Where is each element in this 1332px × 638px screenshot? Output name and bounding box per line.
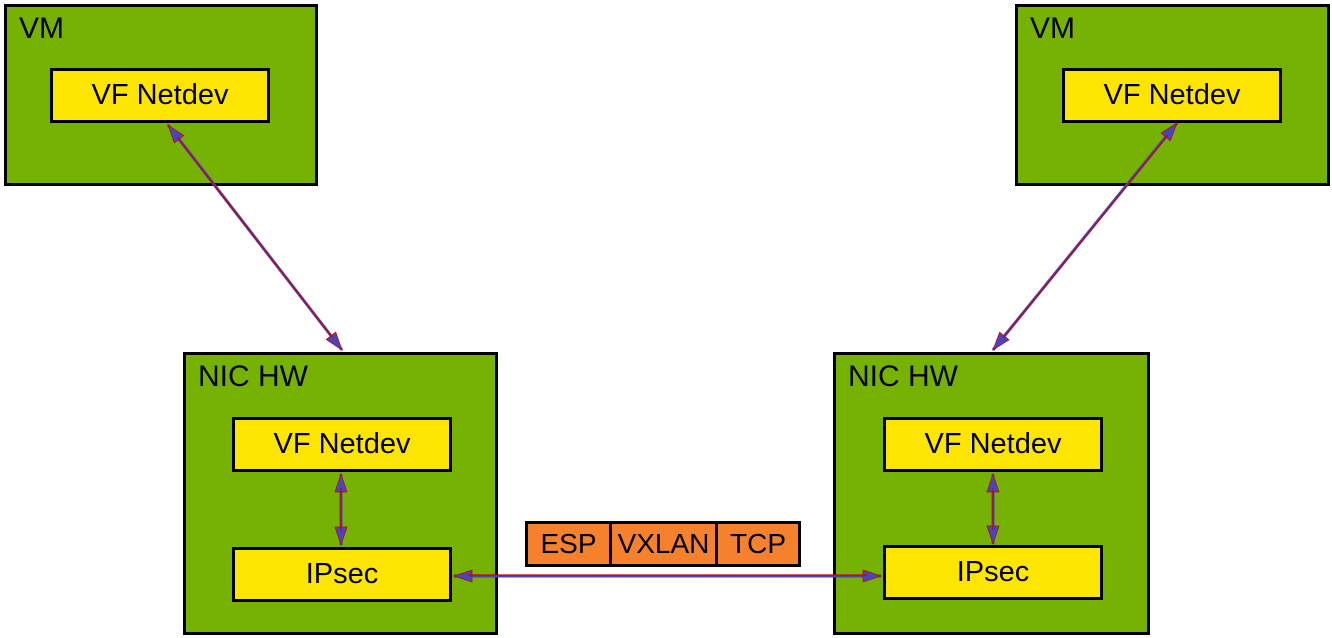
vm-left-title: VM (19, 12, 64, 45)
packet-segment-vxlan-label: VXLAN (617, 528, 710, 559)
packet-segment-vxlan: VXLAN (609, 521, 718, 567)
vm-left-vf-netdev-label: VF Netdev (91, 79, 229, 111)
vm-box-right: VM VF Netdev (1015, 4, 1330, 186)
nic-left-ipsec-label: IPsec (305, 558, 379, 590)
packet-segment-esp: ESP (525, 521, 612, 567)
nic-left-ipsec-box: IPsec (232, 547, 452, 602)
vm-box-left: VM VF Netdev (4, 4, 318, 186)
nic-right-ipsec-label: IPsec (956, 556, 1030, 588)
nic-right-title: NIC HW (848, 360, 958, 393)
vm-right-vf-netdev-box: VF Netdev (1062, 68, 1282, 123)
nic-left-vf-netdev-box: VF Netdev (232, 417, 452, 472)
packet-segment-tcp-label: TCP (730, 528, 786, 559)
nic-hw-box-left: NIC HW VF Netdev IPsec (183, 352, 498, 635)
nic-hw-box-right: NIC HW VF Netdev IPsec (833, 352, 1150, 635)
vm-right-title: VM (1030, 12, 1075, 45)
packet-segment-tcp: TCP (715, 521, 801, 567)
nic-right-vf-netdev-box: VF Netdev (883, 417, 1103, 472)
nic-right-vf-netdev-label: VF Netdev (924, 428, 1062, 460)
packet-header-row: ESP VXLAN TCP (525, 521, 801, 567)
vm-left-vf-netdev-box: VF Netdev (50, 68, 270, 123)
packet-segment-esp-label: ESP (540, 528, 597, 559)
nic-right-ipsec-box: IPsec (883, 545, 1103, 600)
vm-right-vf-netdev-label: VF Netdev (1103, 79, 1241, 111)
nic-left-vf-netdev-label: VF Netdev (273, 428, 411, 460)
nic-left-title: NIC HW (198, 360, 308, 393)
arrow-ipsec-left-to-ipsec-right (452, 569, 883, 583)
